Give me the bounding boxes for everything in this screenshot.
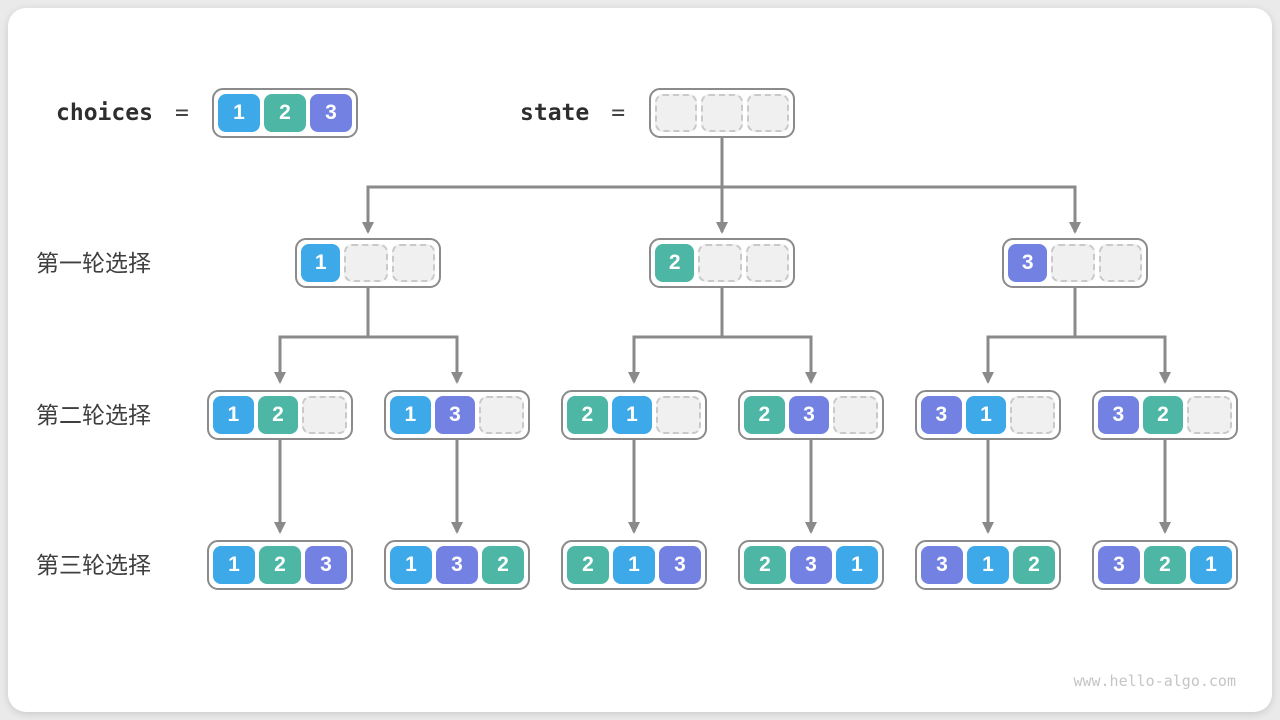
row-label-2: 第二轮选择 [36, 402, 151, 428]
choice-cell-1: 1 [213, 396, 254, 434]
state-node-3: 3 [1002, 238, 1148, 288]
choice-cell-2: 2 [655, 244, 695, 282]
empty-cell [391, 244, 435, 282]
state-node-2: 2 [649, 238, 795, 288]
choice-cell-2: 2 [1142, 396, 1184, 434]
empty-cell [1010, 396, 1056, 434]
choices-label: choices [56, 100, 153, 126]
choice-cell-2: 2 [744, 546, 786, 584]
choice-cell-3: 3 [921, 546, 963, 584]
choice-cell-1: 1 [390, 546, 432, 584]
choice-cell-2: 2 [1144, 546, 1186, 584]
empty-cell [655, 94, 697, 132]
choice-cell-3: 3 [788, 396, 830, 434]
choice-cell-1: 1 [301, 244, 341, 282]
empty-cell [302, 396, 348, 434]
empty-cell [479, 396, 525, 434]
choice-cell-3: 3 [1008, 244, 1048, 282]
choice-cell-2: 2 [567, 546, 609, 584]
row-label-3: 第三轮选择 [36, 552, 151, 578]
empty-cell [747, 94, 789, 132]
choice-cell-1: 1 [967, 546, 1009, 584]
empty-cell [701, 94, 743, 132]
choice-cell-3: 3 [436, 546, 478, 584]
choice-cell-1: 1 [390, 396, 431, 434]
state-header: state = [520, 88, 625, 138]
choice-cell-2: 2 [257, 396, 299, 434]
choice-cell-1: 1 [965, 396, 1007, 434]
choice-cell-1: 1 [836, 546, 878, 584]
empty-cell [1098, 244, 1142, 282]
choice-cell-2: 2 [1013, 546, 1055, 584]
choice-cell-1: 1 [218, 94, 260, 132]
choice-cell-1: 1 [611, 396, 653, 434]
choices-header: choices = [56, 88, 189, 138]
row-label-1: 第一轮选择 [36, 250, 151, 276]
choice-cell-3: 3 [1098, 546, 1140, 584]
empty-cell [656, 396, 702, 434]
choice-cell-3: 3 [659, 546, 701, 584]
choice-cell-3: 3 [434, 396, 476, 434]
choice-cell-3: 3 [305, 546, 347, 584]
choice-cell-2: 2 [567, 396, 608, 434]
state-equals: = [611, 100, 626, 126]
empty-cell [698, 244, 742, 282]
state-box [649, 88, 795, 138]
empty-cell [833, 396, 879, 434]
choice-cell-3: 3 [790, 546, 832, 584]
empty-cell [745, 244, 789, 282]
choices-equals: = [174, 100, 189, 126]
choice-cell-3: 3 [921, 396, 962, 434]
state-label: state [520, 100, 590, 126]
choice-cell-1: 1 [1190, 546, 1232, 584]
choice-cell-3: 3 [1098, 396, 1139, 434]
choice-cell-2: 2 [259, 546, 301, 584]
choice-cell-2: 2 [264, 94, 306, 132]
choice-cell-3: 3 [310, 94, 352, 132]
choice-cell-1: 1 [213, 546, 255, 584]
watermark: www.hello-algo.com [1073, 672, 1236, 690]
state-node-1: 1 [295, 238, 441, 288]
empty-cell [344, 244, 388, 282]
empty-cell [1051, 244, 1095, 282]
choice-cell-2: 2 [482, 546, 524, 584]
choice-cell-1: 1 [613, 546, 655, 584]
empty-cell [1187, 396, 1233, 434]
choice-cell-2: 2 [744, 396, 785, 434]
